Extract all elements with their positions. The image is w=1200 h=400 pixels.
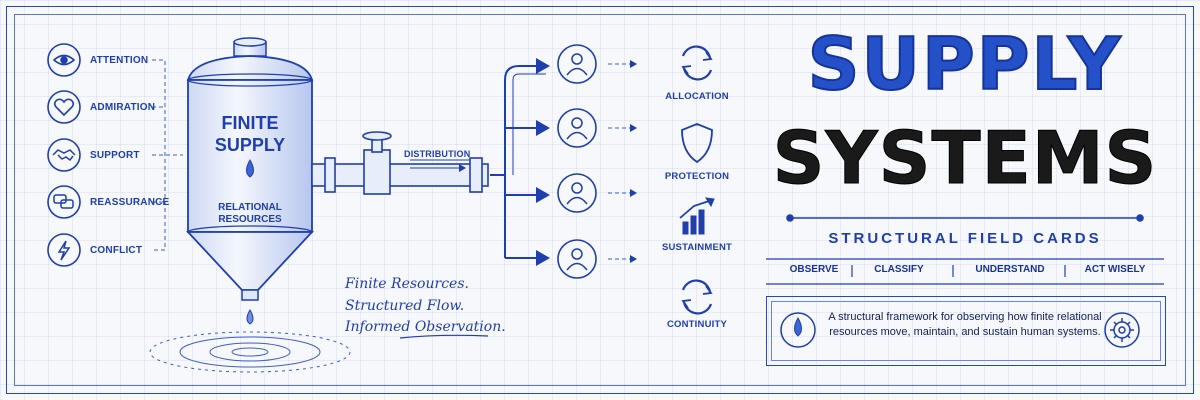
person-icons <box>566 53 588 271</box>
lightning-icon <box>57 240 71 261</box>
handshake-icon <box>52 149 76 162</box>
shield-icon <box>681 123 713 164</box>
inner-frame <box>14 14 1186 386</box>
input-label-conflict: CONFLICT <box>90 245 143 256</box>
distribution-pipe <box>311 131 489 195</box>
input-label-attention: ATTENTION <box>90 55 149 66</box>
steps-row: OBSERVE CLASSIFY UNDERSTAND ACT WISELY <box>766 258 1164 282</box>
note-line-2: Structured Flow. <box>345 298 465 314</box>
input-label-admiration: ADMIRATION <box>90 102 156 113</box>
function-label-allocation: ALLOCATION <box>665 91 729 102</box>
cycle-arrows-icon <box>681 279 713 315</box>
input-label-support: SUPPORT <box>90 150 140 161</box>
person-circles <box>557 44 597 279</box>
handwritten-underline <box>399 334 489 339</box>
outer-frame <box>6 6 1194 394</box>
title-separator <box>786 214 1144 222</box>
description-box <box>766 296 1166 366</box>
note-line-3: Informed Observation. <box>345 319 506 335</box>
chat-bubbles-icon <box>53 194 74 209</box>
subtitle: STRUCTURAL FIELD CARDS <box>828 230 1102 247</box>
eye-icon <box>52 54 76 66</box>
heart-icon <box>53 98 75 117</box>
manifold-pipes <box>410 58 550 266</box>
tank-subtitle-line2: RESOURCES <box>218 214 282 225</box>
tank-title-line2: SUPPLY <box>214 135 286 155</box>
distribution-label: DISTRIBUTION <box>404 149 471 159</box>
function-label-sustainment: SUSTAINMENT <box>661 242 733 253</box>
note-line-1: Finite Resources. <box>345 276 469 292</box>
cycle-arrows-icon <box>681 45 713 81</box>
gear-icon <box>1104 312 1140 348</box>
description-text: A structural framework for observing how… <box>828 311 1102 338</box>
steps-border <box>766 258 1164 285</box>
drop-icon <box>780 312 816 348</box>
step-observe: OBSERVE <box>789 264 839 275</box>
step-understand: UNDERSTAND <box>975 264 1045 275</box>
function-connectors <box>608 60 637 263</box>
tank-title: FINITE SUPPLY <box>200 112 300 156</box>
step-classify: CLASSIFY <box>874 264 924 275</box>
tank-subtitle-line1: RELATIONAL <box>218 202 282 213</box>
tank-title-line1: FINITE <box>221 113 279 133</box>
growth-chart-icon <box>679 197 715 235</box>
input-label-reassurance: REASSURANCE <box>90 197 170 208</box>
supply-tank <box>149 37 351 373</box>
step-act-wisely: ACT WISELY <box>1084 264 1146 275</box>
tank-subtitle: RELATIONAL RESOURCES <box>200 202 300 226</box>
function-label-continuity: CONTINUITY <box>666 319 728 330</box>
title-line-1: SUPPLY <box>807 22 1123 106</box>
title-line-2: SYSTEMS <box>772 116 1158 200</box>
input-icon-circles <box>47 43 81 267</box>
input-connectors <box>152 59 183 251</box>
function-label-protection: PROTECTION <box>664 171 730 182</box>
